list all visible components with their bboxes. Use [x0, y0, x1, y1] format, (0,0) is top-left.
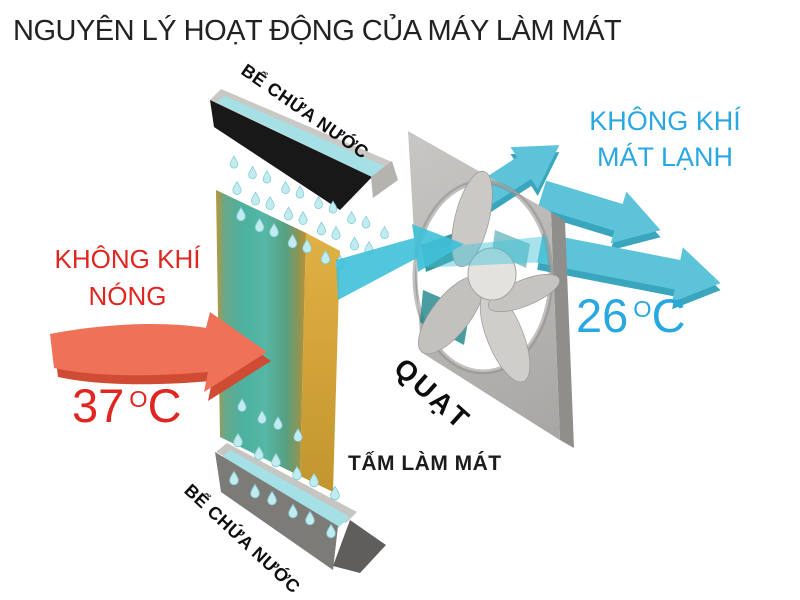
- cool-air-arrow-mid: [537, 180, 661, 251]
- cold-temperature-value: 26: [576, 289, 629, 342]
- diagram-title: NGUYÊN LÝ HOẠT ĐỘNG CỦA MÁY LÀM MÁT: [13, 15, 622, 47]
- hot-air-caption: KHÔNG KHÍ NÓNG: [30, 241, 225, 315]
- fan: [408, 131, 574, 448]
- fan-blades: [418, 170, 560, 383]
- hot-temperature-value: 37: [72, 379, 125, 432]
- cold-air-caption: KHÔNG KHÍ MÁT LẠNH: [580, 103, 750, 175]
- cool-air-arrow-long: [537, 233, 721, 310]
- bottom-water-tank: [215, 443, 386, 573]
- cold-temperature-unit: C: [651, 289, 686, 342]
- hot-air-arrow: [50, 312, 271, 401]
- hot-air-caption-line1: KHÔNG KHÍ: [54, 244, 201, 274]
- cold-air-caption-line1: KHÔNG KHÍ: [589, 106, 741, 136]
- hot-air-caption-line2: NÓNG: [88, 281, 167, 311]
- cool-air-flow-band: [336, 224, 548, 300]
- top-water-tank: [210, 89, 398, 210]
- hot-temperature-degree: O: [129, 386, 148, 413]
- cooling-pad-label: TẤM LÀM MÁT: [348, 452, 502, 475]
- cold-temperature-degree: O: [633, 296, 652, 323]
- hot-temperature-unit: C: [147, 379, 182, 432]
- fan-hub: [467, 247, 517, 301]
- cold-air-caption-line2: MÁT LẠNH: [596, 142, 734, 172]
- cool-air-arrow-up: [470, 145, 560, 216]
